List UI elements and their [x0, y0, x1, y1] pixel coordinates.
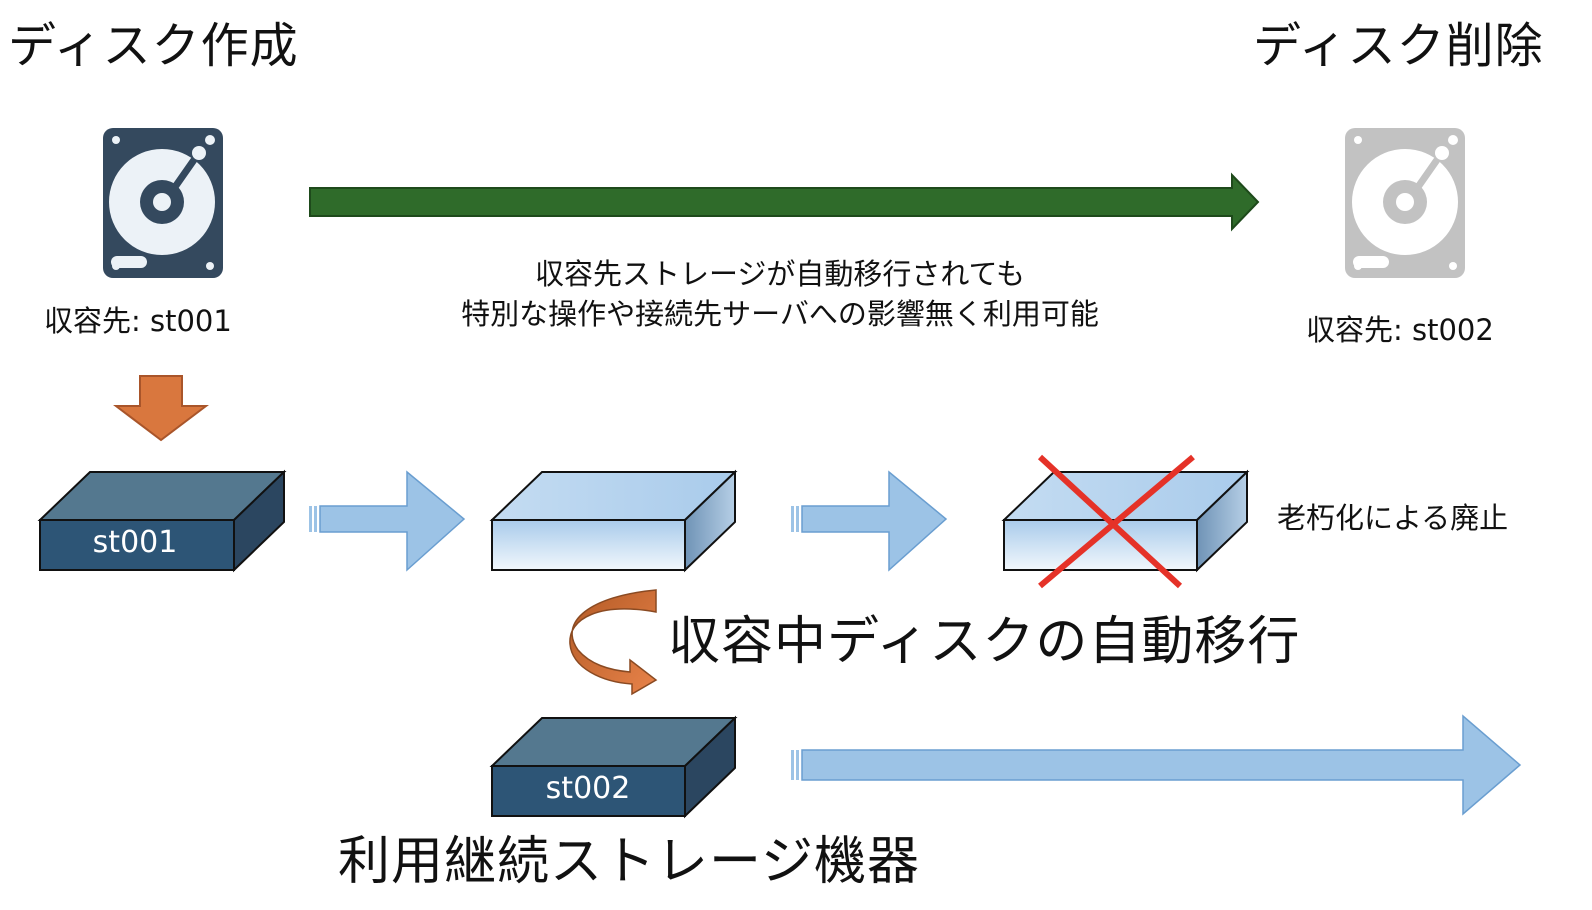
storage-label-st002: st002	[546, 771, 631, 806]
hard-disk-icon	[103, 128, 223, 278]
migration-note-line1: 収容先ストレージが自動移行されても	[534, 257, 1026, 291]
lifecycle-arrow	[309, 172, 1260, 232]
continued-flow-arrow	[791, 714, 1522, 816]
heading-disk-delete: ディスク削除	[1253, 18, 1544, 74]
storage-box-retired	[1001, 469, 1250, 573]
migration-note-line2: 特別な操作や接続先サーバへの影響無く利用可能	[461, 297, 1099, 331]
source-disk-label: 収容先: st001	[44, 304, 232, 338]
storage-box-migrating	[489, 469, 738, 573]
hard-disk-icon-faded	[1345, 128, 1465, 278]
continued-storage-label: 利用継続ストレージ機器	[338, 832, 920, 892]
dest-disk-label: 収容先: st002	[1306, 313, 1494, 347]
storage-box-st002	[489, 715, 738, 819]
retire-label: 老朽化による廃止	[1277, 501, 1509, 535]
storage-box-st001	[37, 469, 287, 573]
curved-migration-arrow	[569, 589, 658, 696]
storage-label-st001: st001	[93, 525, 178, 560]
down-arrow	[113, 375, 209, 442]
retired-cross-icon	[1037, 454, 1195, 589]
flow-arrow-2	[791, 470, 948, 572]
auto-migration-label: 収容中ディスクの自動移行	[668, 612, 1301, 672]
migration-note: 収容先ストレージが自動移行されても 特別な操作や接続先サーバへの影響無く利用可能	[380, 254, 1180, 334]
heading-disk-create: ディスク作成	[8, 18, 299, 74]
flow-arrow-1	[309, 470, 466, 572]
